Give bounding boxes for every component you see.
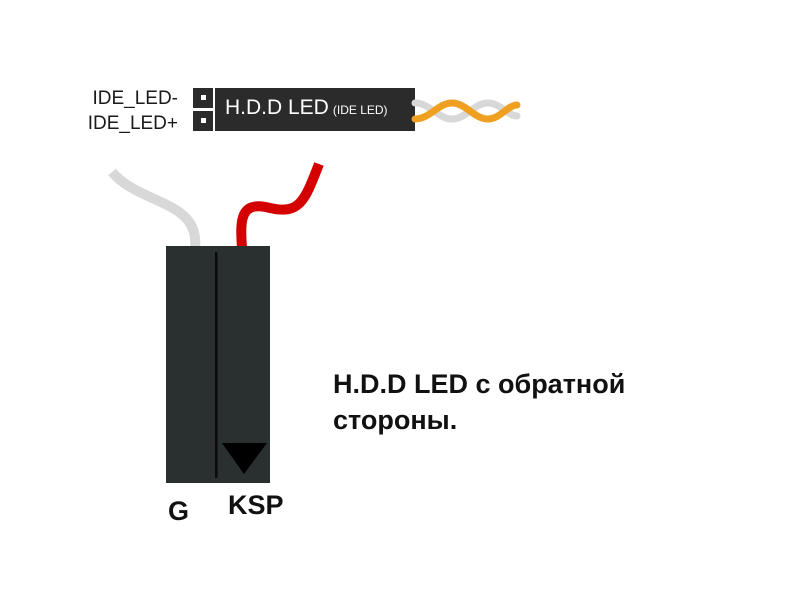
caption-line-2: стороны.	[333, 405, 458, 435]
header-sub-label: (IDE LED)	[332, 103, 388, 117]
twisted-wire-orange	[411, 99, 521, 123]
pole-label-ksp: KSP	[228, 490, 284, 520]
header-label: H.D.D LED(IDE LED)	[225, 96, 388, 120]
header-body	[215, 88, 415, 131]
caption-line-1: H.D.D LED с обратной	[333, 369, 626, 399]
caption: H.D.D LED с обратной стороны.	[333, 366, 625, 438]
twisted-wire-pair	[411, 99, 521, 123]
polarity-triangle-icon	[222, 443, 267, 474]
plug-divider	[215, 252, 218, 478]
pin-header	[193, 88, 415, 131]
pin-label-plus: IDE_LED+	[87, 113, 178, 134]
plug-connector	[166, 246, 270, 483]
pole-label-g: G	[168, 496, 190, 526]
header-main-label: H.D.D LED	[225, 96, 329, 119]
wire-white	[108, 168, 201, 249]
wire-red	[236, 162, 324, 249]
pin-label-minus: IDE_LED-	[92, 88, 178, 109]
